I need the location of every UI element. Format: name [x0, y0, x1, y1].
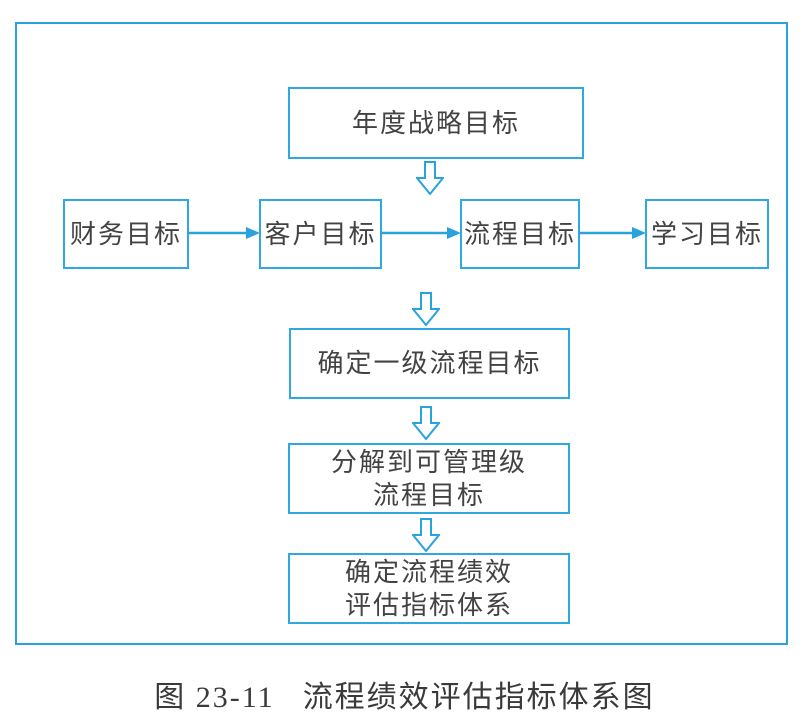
node-label: 财务目标 — [69, 219, 182, 249]
figure-title: 流程绩效评估指标体系图 — [302, 681, 655, 714]
node-label-line2: 评估指标体系 — [344, 590, 513, 620]
down-block-arrow-icon — [416, 161, 444, 195]
node-financial-goals: 财务目标 — [63, 199, 189, 269]
down-block-arrow-icon — [412, 518, 440, 552]
node-customer-goals: 客户目标 — [259, 199, 382, 269]
down-block-arrow-icon — [412, 406, 440, 440]
node-process-goals: 流程目标 — [460, 199, 580, 269]
node-label: 确定一级流程目标 — [317, 349, 542, 378]
node-label: 流程目标 — [463, 219, 576, 249]
node-label-line2: 流程目标 — [372, 480, 485, 510]
node-label: 学习目标 — [650, 219, 763, 249]
node-learning-goals: 学习目标 — [645, 199, 769, 269]
node-label-line1: 分解到可管理级 — [330, 447, 527, 477]
node-label: 年度战略目标 — [351, 108, 520, 138]
right-arrow-icon — [188, 225, 260, 241]
right-arrow-icon — [579, 225, 646, 241]
node-label-line1: 确定流程绩效 — [344, 557, 513, 587]
right-arrow-icon — [381, 225, 461, 241]
node-define-performance-indicator-system: 确定流程绩效 评估指标体系 — [288, 553, 570, 624]
figure-number: 图 23-11 — [154, 681, 275, 714]
node-decompose-manageable-process-goals: 分解到可管理级 流程目标 — [288, 443, 570, 514]
figure-caption: 图 23-11 流程绩效评估指标体系图 — [0, 672, 809, 716]
down-block-arrow-icon — [412, 292, 440, 326]
diagram-frame: 年度战略目标 财务目标 客户目标 流程目标 学习目标 确定一级 — [15, 22, 788, 645]
node-define-level1-process-goals: 确定一级流程目标 — [289, 328, 570, 399]
node-annual-strategic-goals: 年度战略目标 — [288, 87, 584, 159]
node-label: 客户目标 — [264, 219, 377, 249]
